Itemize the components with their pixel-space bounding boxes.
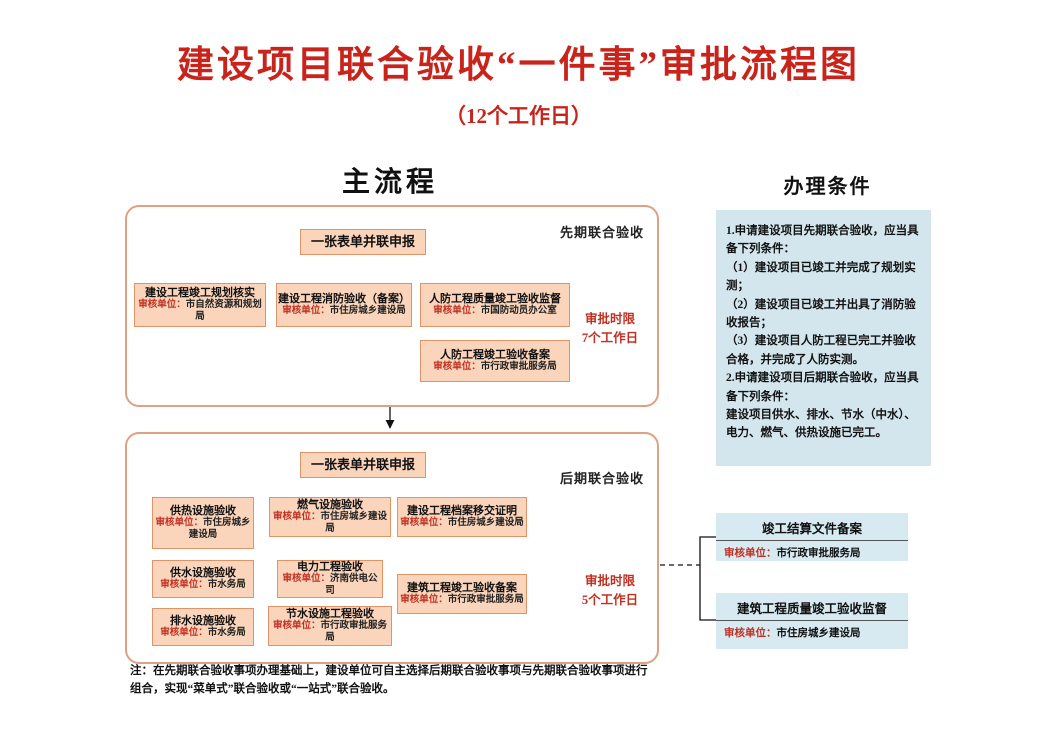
right-box-unit: 审核单位：市住房城乡建设局 bbox=[724, 628, 861, 639]
right-box-title: 建筑工程质量竣工验收监督 bbox=[716, 593, 908, 621]
flow-box-civil-defense-record: 人防工程竣工验收备案 审核单位：市行政审批服务局 bbox=[420, 340, 570, 382]
flow-box-civil-defense-supervision: 人防工程质量竣工验收监督 审核单位：市国防动员办公室 bbox=[420, 283, 570, 327]
flow-box-title: 建筑工程竣工验收备案 bbox=[407, 581, 517, 594]
flow-box-unit: 审核单位：市自然资源和规划局 bbox=[138, 300, 262, 323]
phase1-top-box: 一张表单并联申报 bbox=[300, 229, 426, 255]
flow-box-unit: 审核单位：市住房城乡建设局 bbox=[272, 512, 388, 535]
flow-box-fire: 建设工程消防验收（备案） 审核单位：市住房城乡建设局 bbox=[276, 283, 412, 327]
phase2-top-box: 一张表单并联申报 bbox=[300, 452, 426, 478]
flow-box-gas: 燃气设施验收 审核单位：市住房城乡建设局 bbox=[269, 497, 391, 537]
footnote: 注：在先期联合验收事项办理基础上，建设单位可自主选择后期联合验收事项与先期联合验… bbox=[130, 665, 648, 695]
flow-box-title: 电力工程验收 bbox=[297, 560, 363, 573]
flow-box-unit: 审核单位：市水务局 bbox=[160, 580, 246, 591]
flow-box-unit: 审核单位：市住房城乡建设局 bbox=[282, 306, 406, 317]
flow-box-unit: 审核单位：市国防动员办公室 bbox=[433, 306, 557, 317]
conditions-panel: 1.申请建设项目先期联合验收，应当具备下列条件： （1）建设项目已竣工并完成了规… bbox=[716, 210, 931, 466]
flow-box-unit: 审核单位：市行政审批服务局 bbox=[400, 595, 524, 606]
flow-box-title: 燃气设施验收 bbox=[297, 498, 363, 511]
flow-box-drainage: 排水设施验收 审核单位：市水务局 bbox=[152, 608, 254, 646]
flow-box-unit: 审核单位：市水务局 bbox=[160, 628, 246, 639]
flow-box-title: 人防工程质量竣工验收监督 bbox=[429, 292, 561, 305]
flow-box-title: 供热设施验收 bbox=[170, 504, 236, 517]
right-box-unit: 审核单位：市行政审批服务局 bbox=[724, 548, 861, 559]
flow-box-title: 建设工程档案移交证明 bbox=[407, 504, 517, 517]
flow-box-planning: 建设工程竣工规划核实 审核单位：市自然资源和规划局 bbox=[134, 283, 266, 327]
flow-box-title: 建设工程竣工规划核实 bbox=[145, 286, 255, 299]
phase2-time-limit: 审批时限 5个工作日 bbox=[581, 574, 639, 607]
flow-box-title: 排水设施验收 bbox=[170, 614, 236, 627]
page-subtitle: （12个工作日） bbox=[445, 104, 592, 128]
flow-box-title: 人防工程竣工验收备案 bbox=[440, 348, 550, 361]
flow-box-heating: 供热设施验收 审核单位：市住房城乡建设局 bbox=[152, 497, 254, 549]
right-box-settlement-record: 竣工结算文件备案 审核单位：市行政审批服务局 bbox=[716, 513, 908, 561]
flow-box-water-supply: 供水设施验收 审核单位：市水务局 bbox=[152, 560, 254, 598]
phase1-stage-label: 先期联合验收 bbox=[560, 225, 645, 240]
page-title: 建设项目联合验收“一件事”审批流程图 bbox=[177, 45, 860, 86]
flow-box-title: 节水设施工程验收 bbox=[286, 607, 374, 620]
flow-box-unit: 审核单位：市住房城乡建设局 bbox=[155, 518, 251, 541]
flow-box-title: 建设工程消防验收（备案） bbox=[278, 292, 410, 305]
phase1-time-limit: 审批时限 7个工作日 bbox=[581, 312, 639, 345]
flow-box-unit: 审核单位：市行政审批服务局 bbox=[433, 362, 557, 373]
phase2-stage-label: 后期联合验收 bbox=[560, 471, 645, 486]
flow-box-title: 供水设施验收 bbox=[170, 566, 236, 579]
main-process-heading: 主流程 bbox=[341, 167, 438, 198]
flow-box-completion-record: 建筑工程竣工验收备案 审核单位：市行政审批服务局 bbox=[397, 574, 527, 614]
flow-box-unit: 审核单位：市行政审批服务局 bbox=[272, 621, 388, 644]
flow-box-unit: 审核单位：济南供电公司 bbox=[282, 574, 378, 597]
conditions-heading: 办理条件 bbox=[783, 176, 872, 198]
right-box-title: 竣工结算文件备案 bbox=[716, 513, 908, 541]
flow-box-archives: 建设工程档案移交证明 审核单位：市住房城乡建设局 bbox=[397, 497, 527, 537]
flow-box-unit: 审核单位：市住房城乡建设局 bbox=[400, 518, 524, 529]
flow-box-water-saving: 节水设施工程验收 审核单位：市行政审批服务局 bbox=[268, 606, 392, 646]
right-box-quality-supervision: 建筑工程质量竣工验收监督 审核单位：市住房城乡建设局 bbox=[716, 593, 908, 649]
flow-box-electric: 电力工程验收 审核单位：济南供电公司 bbox=[277, 560, 383, 598]
